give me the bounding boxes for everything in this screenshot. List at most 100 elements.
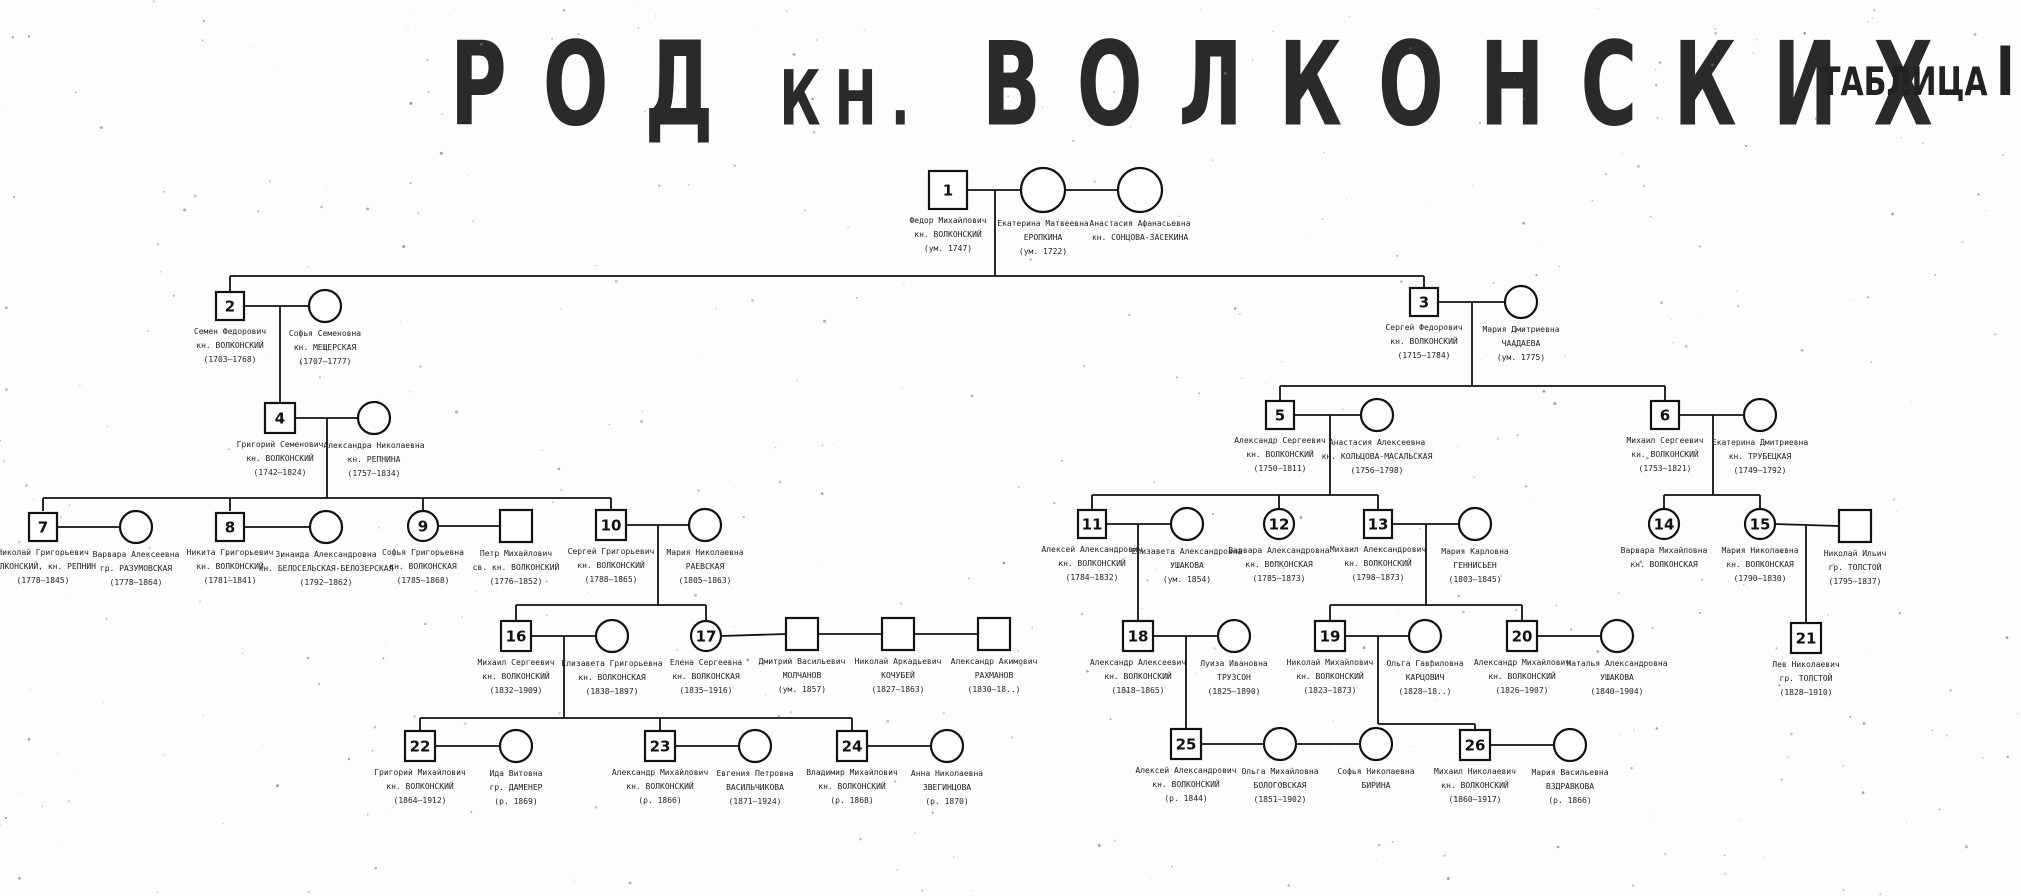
scan-speck bbox=[1321, 218, 1324, 220]
scan-speck bbox=[1964, 845, 1968, 849]
scan-speck bbox=[1092, 114, 1095, 117]
person-label-line: (р. 1869) bbox=[494, 797, 537, 806]
person-label-line: Софья Семеновна bbox=[289, 329, 361, 338]
person-label-line: Александра Николаевна bbox=[323, 441, 424, 450]
person-label-line: ВАСИЛЬЧИКОВА bbox=[726, 783, 784, 792]
scan-speck bbox=[1842, 889, 1845, 892]
person-number: 7 bbox=[38, 519, 48, 537]
scan-speck bbox=[1866, 20, 1869, 23]
person-number: 17 bbox=[696, 628, 717, 646]
person-label-line: (1778—1864) bbox=[110, 578, 163, 587]
scan-speck bbox=[792, 53, 796, 56]
scan-speck bbox=[1457, 446, 1459, 448]
scan-speck bbox=[1128, 313, 1131, 316]
person-label-line: (р. 1866) bbox=[1548, 796, 1591, 805]
scan-speck bbox=[409, 7, 411, 9]
scan-speck bbox=[775, 447, 777, 449]
scan-speck bbox=[541, 449, 544, 452]
male-square-icon bbox=[27, 511, 59, 543]
scan-speck bbox=[1311, 236, 1313, 237]
person-label-line: БИРИНА bbox=[1362, 781, 1391, 790]
person-label-line: ГЕННИСЬЕН bbox=[1453, 561, 1497, 570]
scan-speck bbox=[1766, 454, 1769, 457]
scan-speck bbox=[903, 282, 905, 284]
male-square-icon bbox=[1313, 619, 1347, 653]
scan-speck bbox=[226, 552, 229, 555]
scan-speck bbox=[1011, 736, 1014, 739]
title-word-kn: КН. bbox=[779, 55, 924, 144]
scan-speck bbox=[13, 195, 16, 199]
person-label-line: Александр Сергеевич bbox=[1234, 436, 1326, 445]
scan-speck bbox=[1660, 301, 1663, 304]
scan-speck bbox=[1597, 8, 1599, 10]
person-number: 11 bbox=[1082, 516, 1103, 534]
person-label-line: кн. ВОЛКОНСКАЯ bbox=[672, 672, 740, 681]
person-label-line: кн. ВОЛКОНСКИЙ bbox=[1246, 448, 1314, 459]
person-label-line: Семен Федорович bbox=[194, 327, 266, 336]
scan-speck bbox=[1698, 316, 1700, 318]
scan-speck bbox=[755, 26, 756, 28]
person-label-line: Сергей Федорович bbox=[1385, 323, 1462, 332]
scan-speck bbox=[1212, 512, 1215, 516]
person-number: 8 bbox=[225, 519, 235, 537]
female-circle-icon bbox=[1262, 726, 1298, 762]
scan-speck bbox=[1639, 560, 1643, 564]
person-label-line: (ум. 1775) bbox=[1497, 353, 1545, 362]
person-label-line: кн. ВОЛКОНСКИЙ bbox=[246, 452, 314, 463]
scan-speck bbox=[574, 879, 576, 881]
person-label-line: кн. ВОЛКОНСКИЙ bbox=[1058, 557, 1126, 568]
person-label-line: Михаил Николаевич bbox=[1434, 767, 1516, 776]
scan-speck bbox=[256, 210, 260, 213]
person-label-line: КОЧУБЕЙ bbox=[881, 669, 915, 680]
person-label-line: (1828—1910) bbox=[1780, 688, 1833, 697]
person-label-line: БОЛОГОВСКАЯ bbox=[1254, 781, 1307, 790]
person-number: 18 bbox=[1128, 628, 1149, 646]
scan-speck bbox=[817, 562, 818, 564]
female-circle-icon bbox=[356, 400, 392, 436]
scan-speck bbox=[427, 91, 430, 93]
person-label-line: кн. БЕЛОСЕЛЬСКАЯ-БЕЛОЗЕРСКАЯ bbox=[259, 564, 394, 573]
scan-speck bbox=[1931, 729, 1934, 732]
person-label-line: (1792—1862) bbox=[300, 578, 353, 587]
scan-speck bbox=[1322, 151, 1325, 154]
scan-speck bbox=[62, 842, 64, 844]
person-label-line: кн. РЕПНИНА bbox=[348, 455, 401, 464]
scan-speck bbox=[863, 29, 865, 31]
scan-speck bbox=[1113, 839, 1116, 842]
female-circle-icon bbox=[1262, 507, 1296, 541]
person-label-line: (1840—1904) bbox=[1591, 687, 1644, 696]
person-number: 16 bbox=[506, 628, 527, 646]
scan-speck bbox=[859, 838, 862, 841]
scan-speck bbox=[1684, 345, 1688, 348]
person-label-line: Елизавета Григорьевна bbox=[561, 659, 662, 668]
scan-speck bbox=[1649, 215, 1652, 218]
scan-speck bbox=[894, 780, 897, 783]
scan-speck bbox=[1642, 184, 1645, 187]
scan-speck bbox=[18, 792, 20, 794]
scan-speck bbox=[796, 380, 799, 382]
scan-speck bbox=[479, 42, 483, 46]
person-label-line: Александр Михайлович bbox=[612, 768, 709, 777]
scan-speck bbox=[1842, 764, 1845, 767]
scan-speck bbox=[1113, 91, 1116, 94]
person-label-line: Наталья Александровна bbox=[1566, 659, 1667, 668]
person-number: 6 bbox=[1660, 407, 1670, 425]
person-label-line: Мария Дмитриевна bbox=[1482, 325, 1559, 334]
scan-speck bbox=[1938, 808, 1941, 811]
person-label-line: (1785—1868) bbox=[397, 576, 450, 585]
male-square-icon bbox=[784, 616, 820, 652]
scan-speck bbox=[1658, 61, 1661, 64]
person-label-line: Ольга Михайловна bbox=[1241, 767, 1318, 776]
scan-speck bbox=[235, 560, 237, 562]
scan-speck bbox=[1478, 121, 1481, 124]
scan-speck bbox=[1125, 689, 1128, 693]
person-label-line: (1776—1852) bbox=[490, 577, 543, 586]
person-label-line: ВЗДРАВКОВА bbox=[1546, 782, 1594, 791]
tree-connectors bbox=[42, 189, 1840, 747]
scan-speck bbox=[1173, 224, 1176, 226]
